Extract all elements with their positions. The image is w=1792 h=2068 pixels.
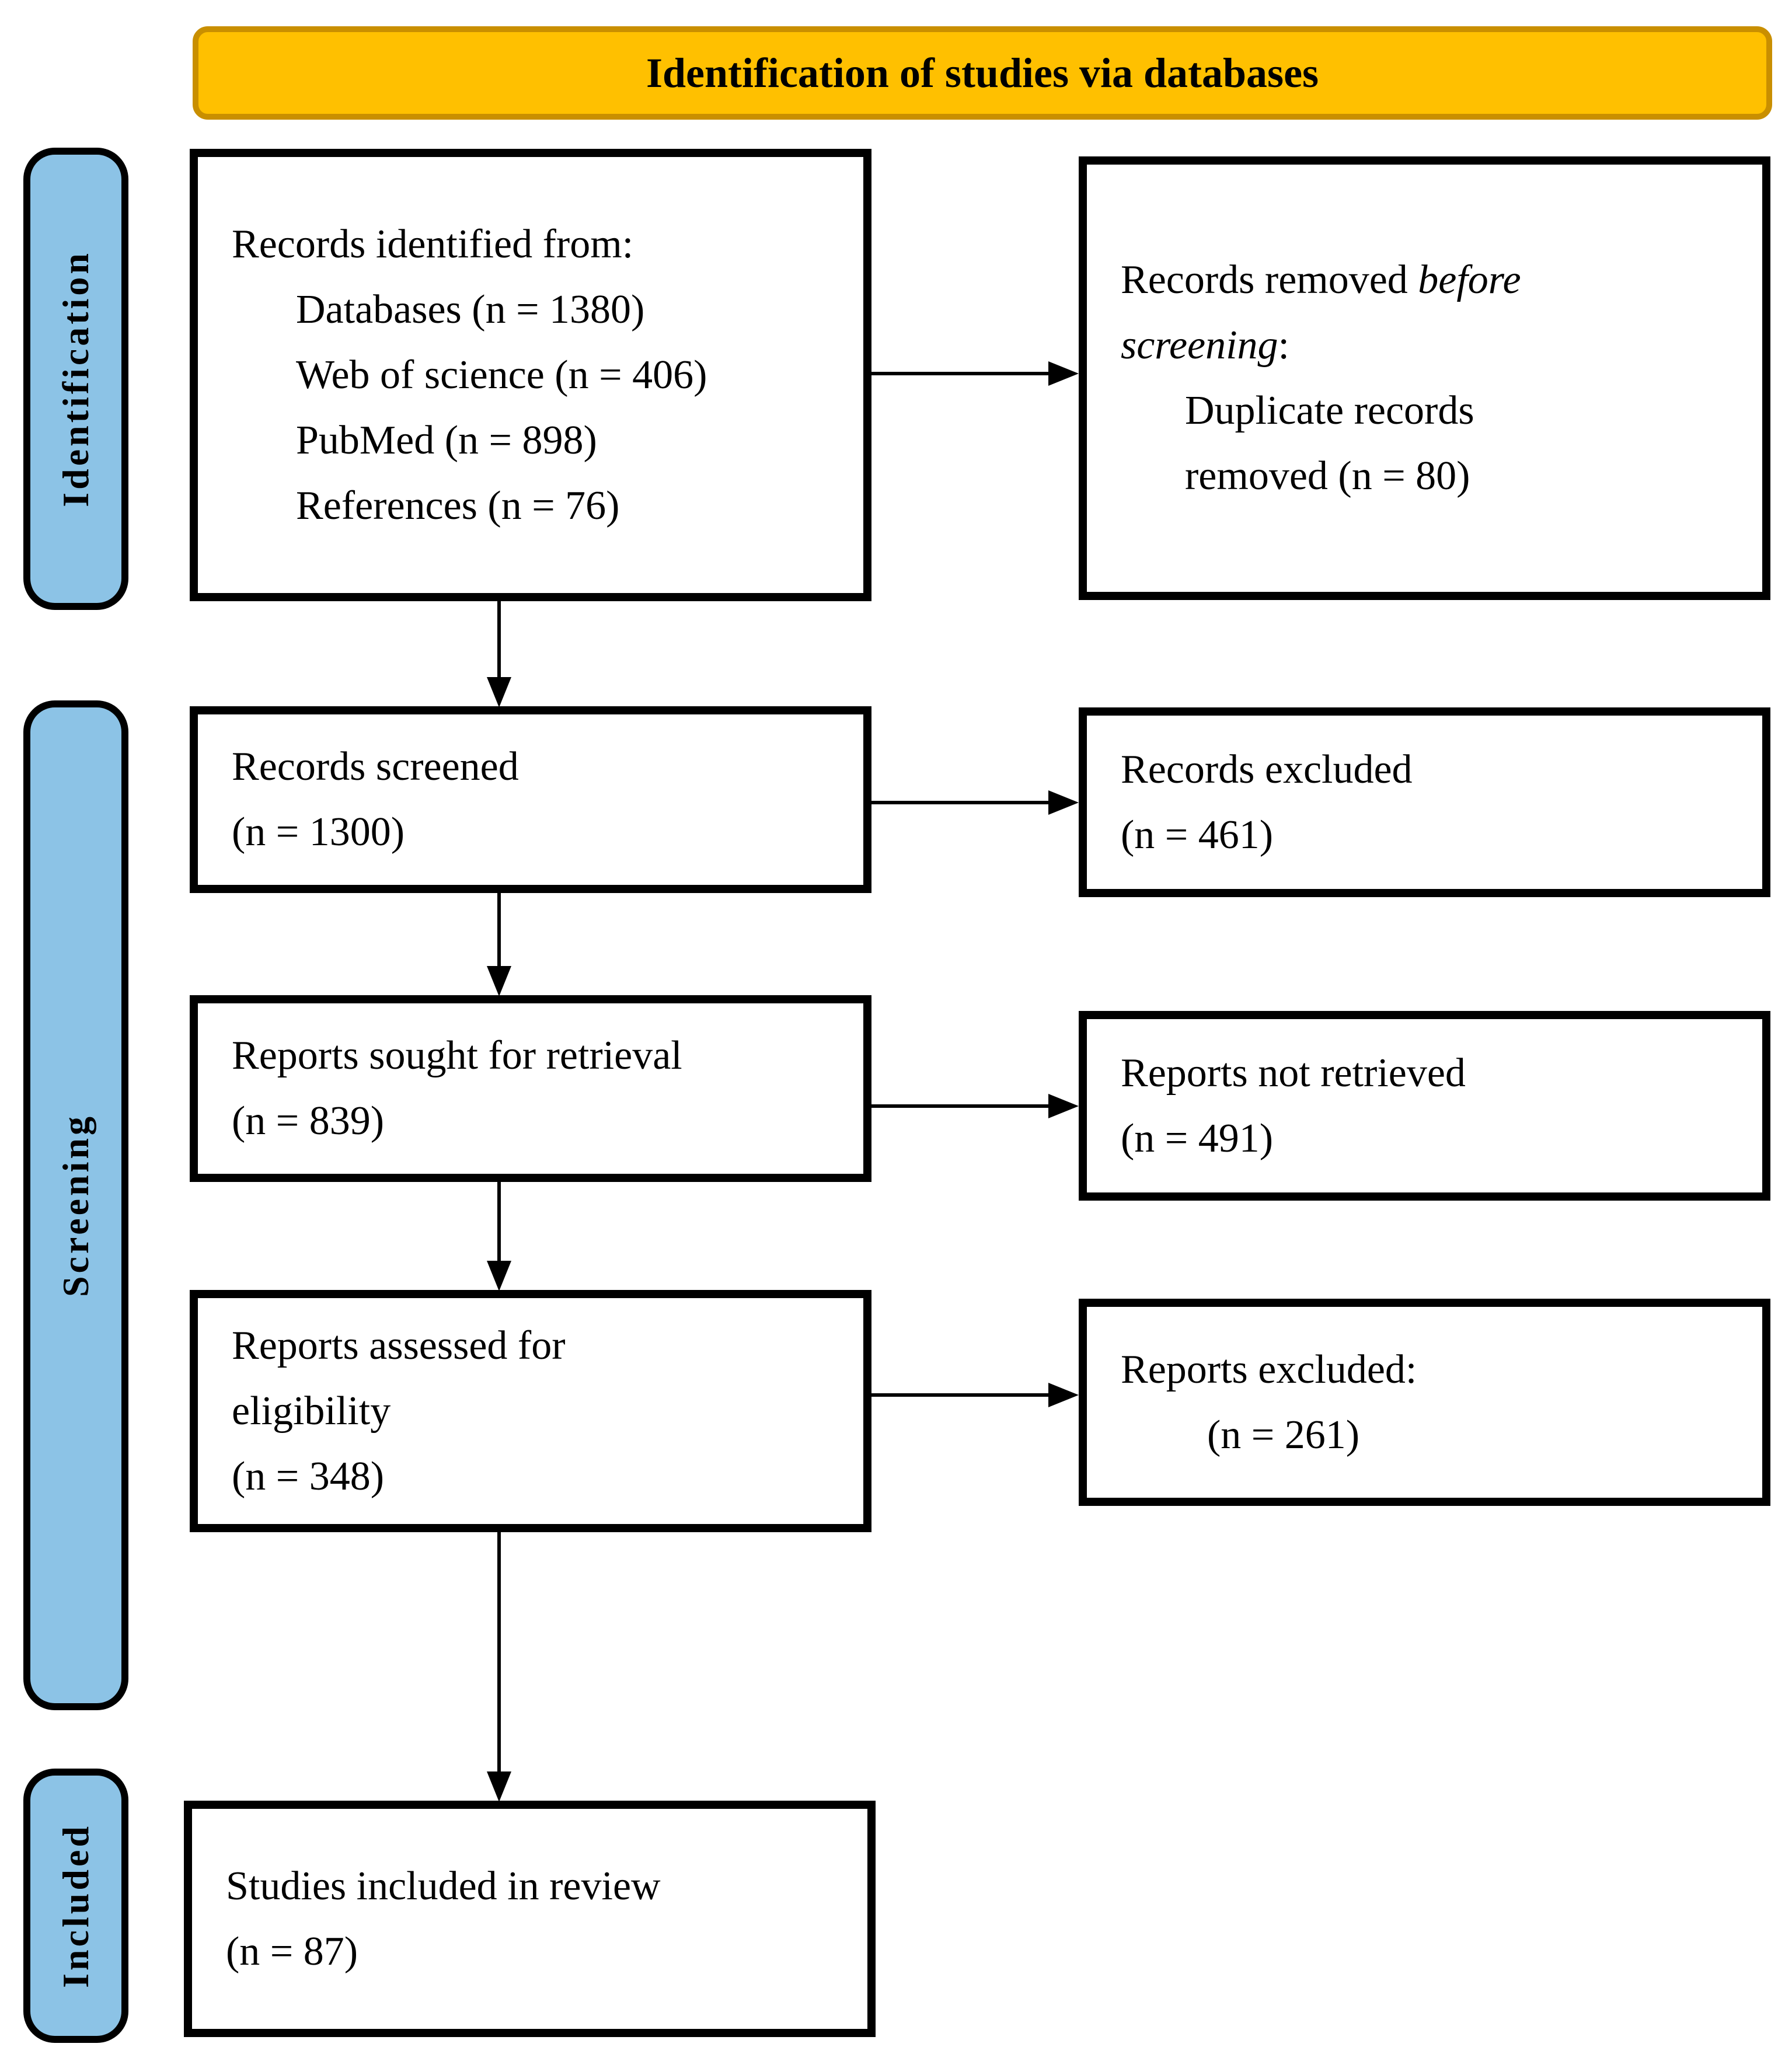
records-identified-item-web-of-science: Web of science (n = 406) [296, 352, 707, 397]
banner-identification-of-studies: Identification of studies via databases [193, 26, 1772, 120]
reports-excluded-count: (n = 261) [1207, 1412, 1360, 1457]
box-reports-excluded: Reports excluded: (n = 261) [1079, 1299, 1770, 1506]
banner-label: Identification of studies via databases [646, 49, 1319, 96]
text-segment: Records removed [1121, 257, 1418, 302]
box-records-screened: Records screened (n = 1300) [190, 706, 871, 893]
stage-identification-label: Identification [55, 250, 96, 507]
text-segment: : [1278, 323, 1289, 368]
stage-screening: Screening [23, 700, 128, 1710]
arrow-sought-to-assessed-line [497, 1182, 501, 1262]
reports-sought-count: (n = 839) [232, 1098, 385, 1143]
reports-assessed-label-1: Reports assessed for [232, 1323, 566, 1368]
records-removed-line-1: Records removed before [1121, 247, 1745, 313]
box-reports-sought: Reports sought for retrieval (n = 839) [190, 995, 871, 1182]
records-screened-count: (n = 1300) [232, 810, 405, 855]
stage-included-label: Included [55, 1823, 96, 1988]
records-identified-heading: Records identified from: [232, 221, 634, 267]
records-identified-item-databases: Databases (n = 1380) [296, 287, 645, 332]
reports-sought-label: Reports sought for retrieval [232, 1033, 682, 1078]
records-identified-item-references: References (n = 76) [296, 483, 620, 528]
arrow-sought-to-not-retrieved-line [871, 1104, 1050, 1108]
arrow-identified-to-removed-line [871, 372, 1050, 375]
box-studies-included: Studies included in review (n = 87) [184, 1801, 876, 2037]
arrow-assessed-to-reports-excluded-line [871, 1393, 1050, 1397]
stage-screening-label: Screening [55, 1113, 96, 1298]
records-excluded-label: Records excluded [1121, 747, 1413, 792]
arrow-assessed-to-included-head [487, 1771, 511, 1802]
arrow-identified-to-screened-line [497, 601, 501, 678]
arrow-sought-to-not-retrieved-head [1048, 1094, 1079, 1118]
studies-included-label: Studies included in review [226, 1863, 661, 1909]
box-records-excluded: Records excluded (n = 461) [1079, 707, 1770, 897]
reports-assessed-count: (n = 348) [232, 1453, 385, 1499]
reports-assessed-label-2: eligibility [232, 1388, 391, 1434]
stage-included: Included [23, 1769, 128, 2043]
arrow-screened-to-sought-line [497, 893, 501, 967]
box-reports-assessed: Reports assessed for eligibility (n = 34… [190, 1290, 871, 1532]
arrow-assessed-to-reports-excluded-head [1048, 1383, 1079, 1407]
records-removed-item-duplicates-2: removed (n = 80) [1185, 454, 1470, 498]
records-screened-label: Records screened [232, 744, 519, 789]
reports-excluded-heading: Reports excluded: [1121, 1347, 1417, 1392]
records-removed-line-2: screening: [1121, 313, 1745, 378]
arrow-sought-to-assessed-head [487, 1261, 511, 1291]
arrow-screened-to-sought-head [487, 966, 511, 996]
reports-not-retrieved-count: (n = 491) [1121, 1115, 1274, 1161]
records-excluded-count: (n = 461) [1121, 812, 1274, 857]
arrow-identified-to-removed-head [1048, 361, 1079, 386]
arrow-assessed-to-included-line [497, 1532, 501, 1773]
arrow-identified-to-screened-head [487, 677, 511, 707]
reports-not-retrieved-label: Reports not retrieved [1121, 1050, 1466, 1096]
stage-identification: Identification [23, 148, 128, 610]
text-segment-italic: screening [1121, 323, 1278, 368]
arrow-screened-to-excluded-head [1048, 790, 1079, 815]
box-records-identified: Records identified from: Databases (n = … [190, 149, 871, 601]
text-segment-italic: before [1418, 257, 1521, 302]
arrow-screened-to-excluded-line [871, 801, 1050, 804]
records-removed-item-duplicates-1: Duplicate records [1185, 388, 1474, 433]
records-identified-item-pubmed: PubMed (n = 898) [296, 417, 597, 463]
box-reports-not-retrieved: Reports not retrieved (n = 491) [1079, 1011, 1770, 1201]
studies-included-count: (n = 87) [226, 1928, 358, 1974]
box-records-removed: Records removed before screening: Duplic… [1079, 156, 1770, 600]
